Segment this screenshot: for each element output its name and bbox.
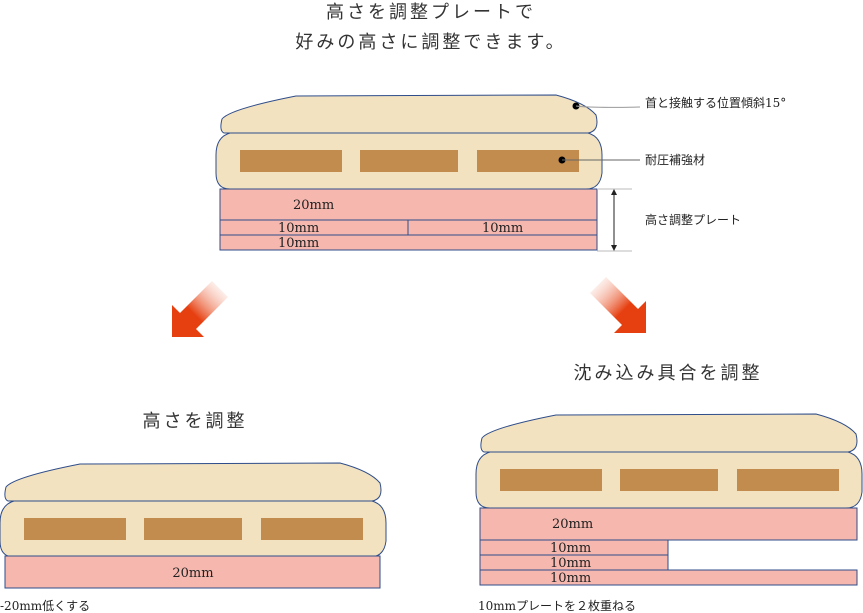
- reinforcement-bar: [360, 150, 458, 172]
- plate-label: 20mm: [293, 198, 334, 213]
- plate-label: 20mm: [172, 566, 213, 581]
- left-pillow-diagram: [0, 462, 387, 558]
- plate-label: 10mm: [278, 236, 319, 251]
- reinforcement-bar: [500, 469, 602, 491]
- reinforcement-bar: [144, 518, 242, 540]
- plate-20mm: [219, 188, 598, 221]
- reinforcement-bar: [620, 469, 718, 491]
- callout-plate: 高さ調整プレート: [645, 212, 741, 227]
- plate-label: 10mm: [278, 221, 319, 236]
- plate-label: 10mm: [550, 541, 591, 556]
- reinforcement-bar: [240, 150, 342, 172]
- left-caption: -20mm低くする: [0, 599, 90, 613]
- plate-label: 10mm: [550, 556, 591, 571]
- right-plates: [479, 507, 858, 586]
- plate-10mm: [479, 569, 858, 586]
- pillow-top-layer: [4, 462, 382, 502]
- arrow-down-right-icon: [590, 277, 646, 333]
- callout-leaders: [558, 102, 641, 164]
- top-pillow-diagram: [215, 94, 603, 190]
- left-variant-title: 高さを調整: [143, 411, 248, 432]
- arrow-down-left-icon: [172, 281, 228, 337]
- plate-label: 20mm: [552, 517, 593, 532]
- reinforcement-bar: [737, 469, 839, 491]
- header-line-1: 高さを調整プレートで: [326, 2, 536, 23]
- plate-label: 10mm: [482, 221, 523, 236]
- dimension-arrow-icon: [597, 188, 632, 252]
- right-caption: 10mmプレートを２枚重ねる: [478, 598, 636, 613]
- plate-20mm: [479, 507, 858, 541]
- right-variant-title: 沈み込み具合を調整: [574, 363, 763, 384]
- plate-10mm: [219, 234, 598, 251]
- reinforcement-bar: [261, 518, 363, 540]
- header-line-2: 好みの高さに調整できます。: [295, 32, 566, 53]
- pillow-top-layer: [480, 413, 858, 453]
- pillow-top-layer: [220, 94, 598, 134]
- plate-20mm: [4, 555, 381, 589]
- top-plates: [219, 188, 598, 251]
- right-pillow-diagram: [475, 413, 863, 509]
- reinforcement-bar: [24, 518, 126, 540]
- reinforcement-bar: [477, 150, 579, 172]
- callout-reinforcement: 耐圧補強材: [645, 153, 705, 167]
- plate-label: 10mm: [550, 571, 591, 586]
- callout-neck-slope: 首と接触する位置傾斜15°: [645, 95, 786, 110]
